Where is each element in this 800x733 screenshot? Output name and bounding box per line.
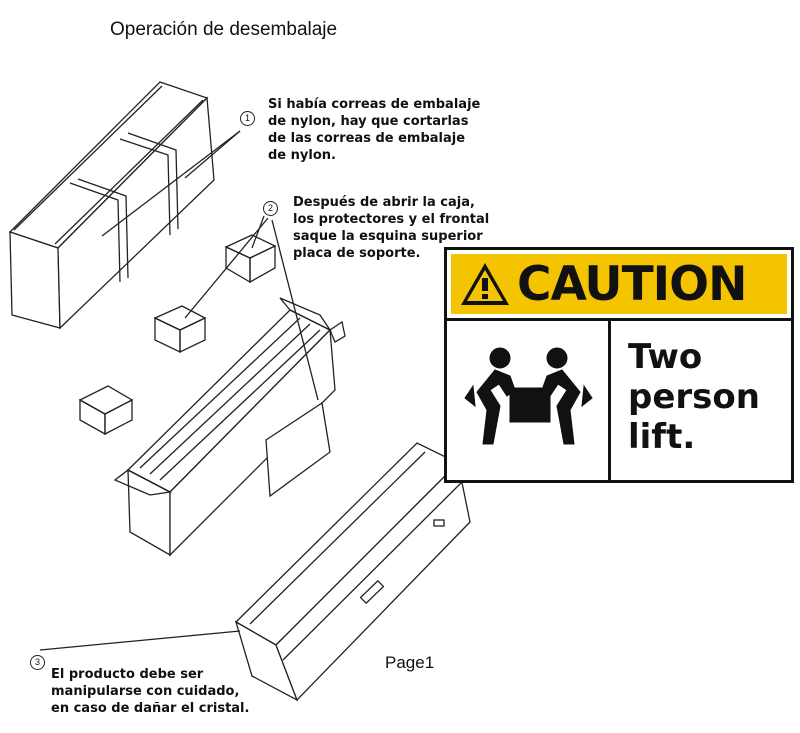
caution-header: CAUTION xyxy=(451,254,787,314)
caution-heading: CAUTION xyxy=(517,256,747,312)
step-number-2: 2 xyxy=(263,201,278,216)
two-person-lift-icon xyxy=(464,347,593,445)
page-title: Operación de desembalaje xyxy=(110,19,338,40)
step-2-text: Después de abrir la caja, los protectore… xyxy=(293,195,490,261)
warning-triangle-icon xyxy=(461,263,509,305)
step-1-text: Si había correas de embalaje de nylon, h… xyxy=(268,97,481,163)
step-number-3: 3 xyxy=(30,655,45,670)
step-3-text: El producto debe ser manipularse con cui… xyxy=(51,667,250,716)
strapped-box-drawing xyxy=(8,81,241,330)
step-number-1: 1 xyxy=(240,111,255,126)
caution-sign: CAUTION Two person lift. xyxy=(444,247,794,483)
page-number: Page1 xyxy=(385,653,435,672)
open-box-drawing xyxy=(78,215,346,557)
caution-body-text: Two person lift. xyxy=(628,337,760,457)
product-drawing xyxy=(39,442,471,702)
